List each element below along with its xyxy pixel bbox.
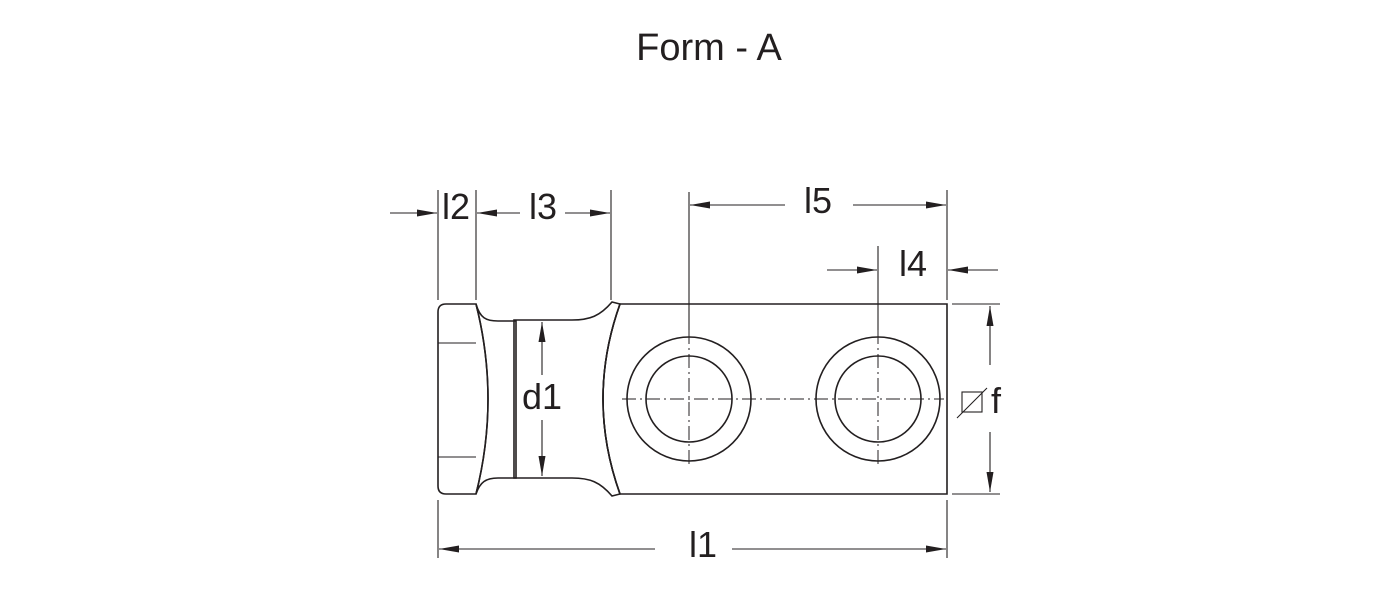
- dimension-l3: l3: [477, 186, 610, 227]
- label-l4: l4: [899, 243, 927, 284]
- extension-lines: [437, 190, 1000, 558]
- label-l5: l5: [804, 180, 832, 221]
- cable-lug-part: [437, 301, 948, 497]
- lug-head: [437, 303, 489, 495]
- dimension-l4: l4: [827, 243, 998, 284]
- body-edge-curve: [602, 303, 621, 495]
- dimension-l1: l1: [439, 524, 946, 565]
- dimension-d1: d1: [522, 322, 562, 476]
- label-l2: l2: [442, 186, 470, 227]
- dimension-l5: l5: [690, 180, 946, 221]
- label-f: f: [991, 380, 1002, 421]
- label-d1: d1: [522, 376, 562, 417]
- dimension-l2: l2: [390, 186, 470, 227]
- diameter-square-icon: [956, 387, 988, 419]
- label-l3: l3: [529, 186, 557, 227]
- dimension-f: f: [956, 306, 1002, 492]
- diagram-title: Form - A: [636, 27, 782, 69]
- label-l1: l1: [689, 524, 717, 565]
